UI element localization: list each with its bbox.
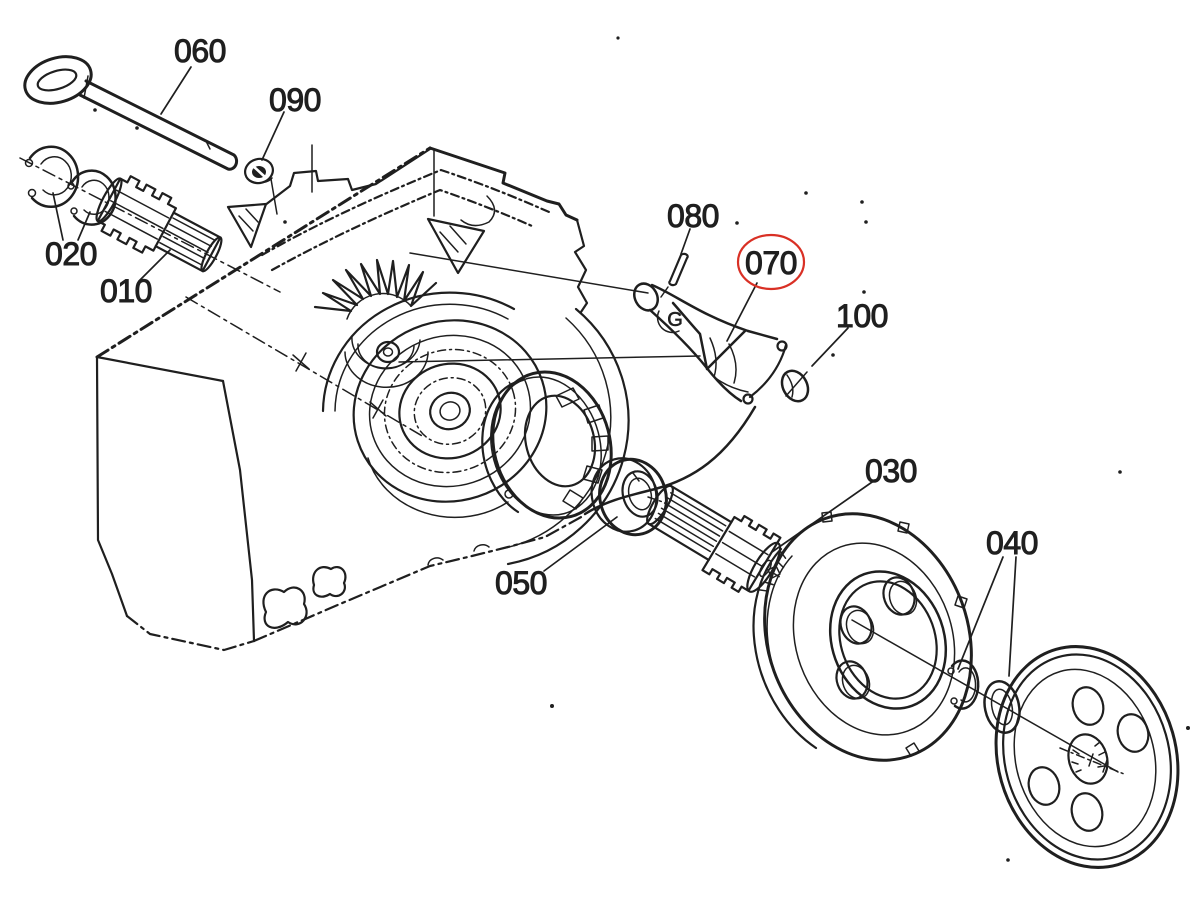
fork-reference-line-lower bbox=[398, 355, 701, 363]
section-wedge-left bbox=[226, 202, 268, 249]
part-090-bushing bbox=[244, 157, 278, 215]
part-label-020: 020 bbox=[45, 236, 97, 272]
print-speckles bbox=[93, 36, 1190, 862]
part-label-040: 040 bbox=[986, 525, 1038, 561]
highlight-circle-070 bbox=[736, 233, 806, 291]
transmission-housing bbox=[95, 144, 701, 652]
rear-disc bbox=[994, 645, 1180, 869]
leader-line-050 bbox=[543, 516, 618, 572]
part-010-gear-shaft bbox=[95, 175, 223, 273]
part-marking-G: G bbox=[667, 309, 683, 331]
part-020-snap-rings bbox=[24, 145, 117, 226]
axis-line-input-shaft bbox=[19, 157, 281, 293]
part-030-clutch-assembly bbox=[752, 511, 973, 762]
part-label-080: 080 bbox=[667, 198, 719, 234]
leader-line-090 bbox=[261, 111, 285, 161]
leader-line-100 bbox=[811, 327, 849, 367]
bearing-retainer bbox=[481, 370, 613, 520]
part-060-rod bbox=[23, 55, 239, 171]
fork-reference-line-upper bbox=[409, 252, 649, 294]
part-050-collar bbox=[590, 457, 668, 537]
part-label-070: 070 bbox=[745, 245, 797, 281]
pto-splined-shaft bbox=[646, 484, 787, 593]
part-label-100: 100 bbox=[836, 298, 888, 334]
fork-pivot-seal bbox=[375, 340, 401, 364]
leader-line-040-2 bbox=[1008, 556, 1017, 677]
part-label-050: 050 bbox=[495, 565, 547, 601]
section-wedge-right bbox=[426, 217, 486, 275]
part-label-090: 090 bbox=[269, 82, 321, 118]
part-100-cap bbox=[780, 369, 810, 403]
leader-line-030 bbox=[771, 479, 876, 553]
leader-line-040-1 bbox=[957, 556, 1004, 670]
leader-line-020-2 bbox=[77, 211, 91, 241]
part-label-010: 010 bbox=[100, 273, 152, 309]
leader-line-020-1 bbox=[52, 192, 64, 241]
leader-line-080 bbox=[680, 228, 691, 255]
clutch-bore-rings bbox=[321, 291, 548, 519]
leader-line-010 bbox=[138, 249, 171, 282]
leader-line-070 bbox=[726, 282, 758, 342]
leader-line-060 bbox=[160, 66, 192, 115]
part-label-060: 060 bbox=[174, 33, 226, 69]
part-070-release-fork bbox=[633, 282, 788, 405]
fork-swing-arc bbox=[583, 405, 757, 516]
part-label-030: 030 bbox=[865, 453, 917, 489]
